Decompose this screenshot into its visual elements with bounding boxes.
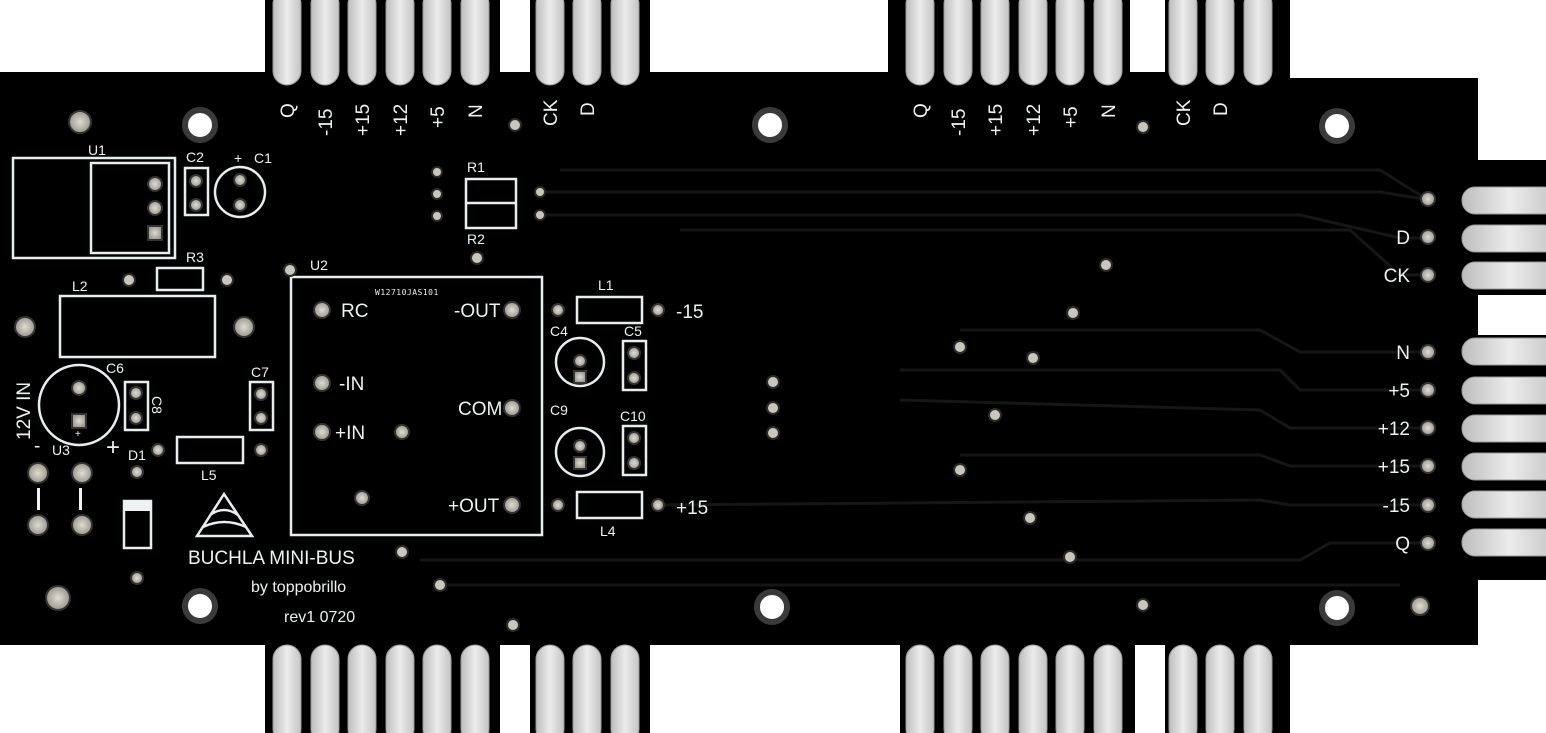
top-labels-left: Q -15 +15 +12 +5 N CK D	[278, 99, 599, 136]
l2-inductor: L2	[14, 278, 255, 359]
c7-label: C7	[251, 364, 269, 380]
power-input: 12V IN - +	[14, 382, 120, 461]
c6-capacitor: C6 +	[37, 360, 124, 447]
l2-label: L2	[72, 278, 88, 294]
label-d: D	[578, 102, 599, 116]
big-pads	[45, 110, 1430, 616]
u1-regulator: U1	[11, 142, 177, 260]
label-minus15: -15	[949, 109, 970, 136]
bottom-fingers	[272, 644, 1273, 733]
label-q: Q	[1395, 534, 1410, 555]
c5-capacitor: C5	[621, 323, 648, 392]
rail-plus15-label: +15	[676, 498, 708, 519]
c8-capacitor: C8	[123, 380, 165, 432]
pin-rc-label: RC	[341, 301, 368, 322]
label-n: N	[1099, 104, 1120, 118]
module-part-number: W12710JAS101	[375, 288, 439, 297]
right-pads	[1420, 191, 1436, 551]
right-labels: D CK N +5 +12 +15 -15 Q	[1378, 228, 1411, 555]
label-ck: CK	[541, 99, 562, 126]
label-q: Q	[911, 103, 932, 118]
label-plus12: +12	[391, 104, 412, 136]
c8-label: C8	[149, 396, 165, 414]
pin-minus-out-label: -OUT	[454, 301, 501, 322]
c2-capacitor: C2	[183, 149, 210, 217]
label-ck: CK	[1384, 266, 1411, 287]
label-d: D	[1396, 228, 1410, 249]
label-plus12: +12	[1024, 104, 1045, 136]
buchla-logo	[194, 491, 255, 538]
12v-in-label: 12V IN	[14, 382, 35, 440]
d1-label: D1	[128, 447, 146, 463]
l1-inductor: L1 -15	[551, 277, 703, 325]
label-ck: CK	[1174, 99, 1195, 126]
board-author: by toppobrillo	[251, 579, 346, 596]
label-plus5: +5	[428, 106, 449, 128]
polarity-mark: +	[234, 150, 242, 166]
u1-label: U1	[88, 142, 106, 158]
u2-dcdc-module: U2 W12710JAS101 RC -OUT -IN COM +IN +OUT	[289, 257, 544, 537]
label-plus15: +15	[1378, 457, 1410, 478]
c10-label: C10	[620, 408, 646, 424]
pin-plus-out-label: +OUT	[448, 496, 500, 517]
u3-connector: U3	[27, 442, 93, 536]
top-labels-right: Q -15 +15 +12 +5 N CK D	[911, 99, 1232, 136]
c9-label: C9	[550, 402, 568, 418]
r1-r2-resistors: R1 R2	[431, 159, 546, 265]
c6-label: C6	[106, 360, 124, 376]
r1-label: R1	[467, 159, 485, 175]
mounting-holes	[182, 107, 1355, 626]
traces	[420, 168, 1431, 587]
label-n: N	[1396, 343, 1410, 364]
d1-diode: D1	[122, 447, 153, 585]
label-minus15: -15	[316, 109, 337, 136]
l5-inductor: L5	[151, 435, 268, 483]
c5-label: C5	[624, 323, 642, 339]
label-plus15: +15	[986, 104, 1007, 136]
label-q: Q	[278, 103, 299, 118]
plus-label: +	[106, 434, 120, 461]
pin-com-label: COM	[458, 399, 502, 420]
pin-plus-in-label: +IN	[335, 423, 365, 444]
r3-resistor: R3	[122, 249, 234, 292]
l1-label: L1	[598, 277, 614, 293]
polarity-mark: +	[75, 429, 81, 440]
board-revision: rev1 0720	[284, 609, 355, 626]
label-plus12: +12	[1378, 419, 1410, 440]
pin-minus-in-label: -IN	[339, 374, 364, 395]
c9-capacitor: C9	[550, 402, 606, 478]
label-d: D	[1211, 102, 1232, 116]
rail-minus15-label: -15	[676, 302, 703, 323]
c2-label: C2	[186, 149, 204, 165]
c1-capacitor: + C1	[213, 150, 272, 219]
c4-label: C4	[550, 323, 568, 339]
c1-label: C1	[254, 150, 272, 166]
board-title: BUCHLA MINI-BUS	[188, 548, 355, 569]
label-plus15: +15	[353, 104, 374, 136]
label-plus5: +5	[1061, 106, 1082, 128]
top-fingers	[272, 0, 1273, 86]
label-minus15: -15	[1383, 496, 1410, 517]
r2-label: R2	[467, 231, 485, 247]
minus-label: -	[34, 436, 40, 457]
label-plus5: +5	[1388, 381, 1410, 402]
r3-label: R3	[186, 249, 204, 265]
u3-label: U3	[52, 442, 70, 458]
label-n: N	[466, 104, 487, 118]
l4-inductor: L4 +15	[551, 490, 708, 539]
l4-label: L4	[600, 523, 616, 539]
right-fingers	[1461, 186, 1546, 557]
c4-capacitor: C4	[550, 323, 606, 388]
c7-capacitor: C7	[248, 364, 275, 432]
c10-capacitor: C10	[620, 408, 648, 477]
vias	[283, 118, 1150, 632]
l5-label: L5	[201, 467, 217, 483]
u2-label: U2	[310, 257, 328, 273]
